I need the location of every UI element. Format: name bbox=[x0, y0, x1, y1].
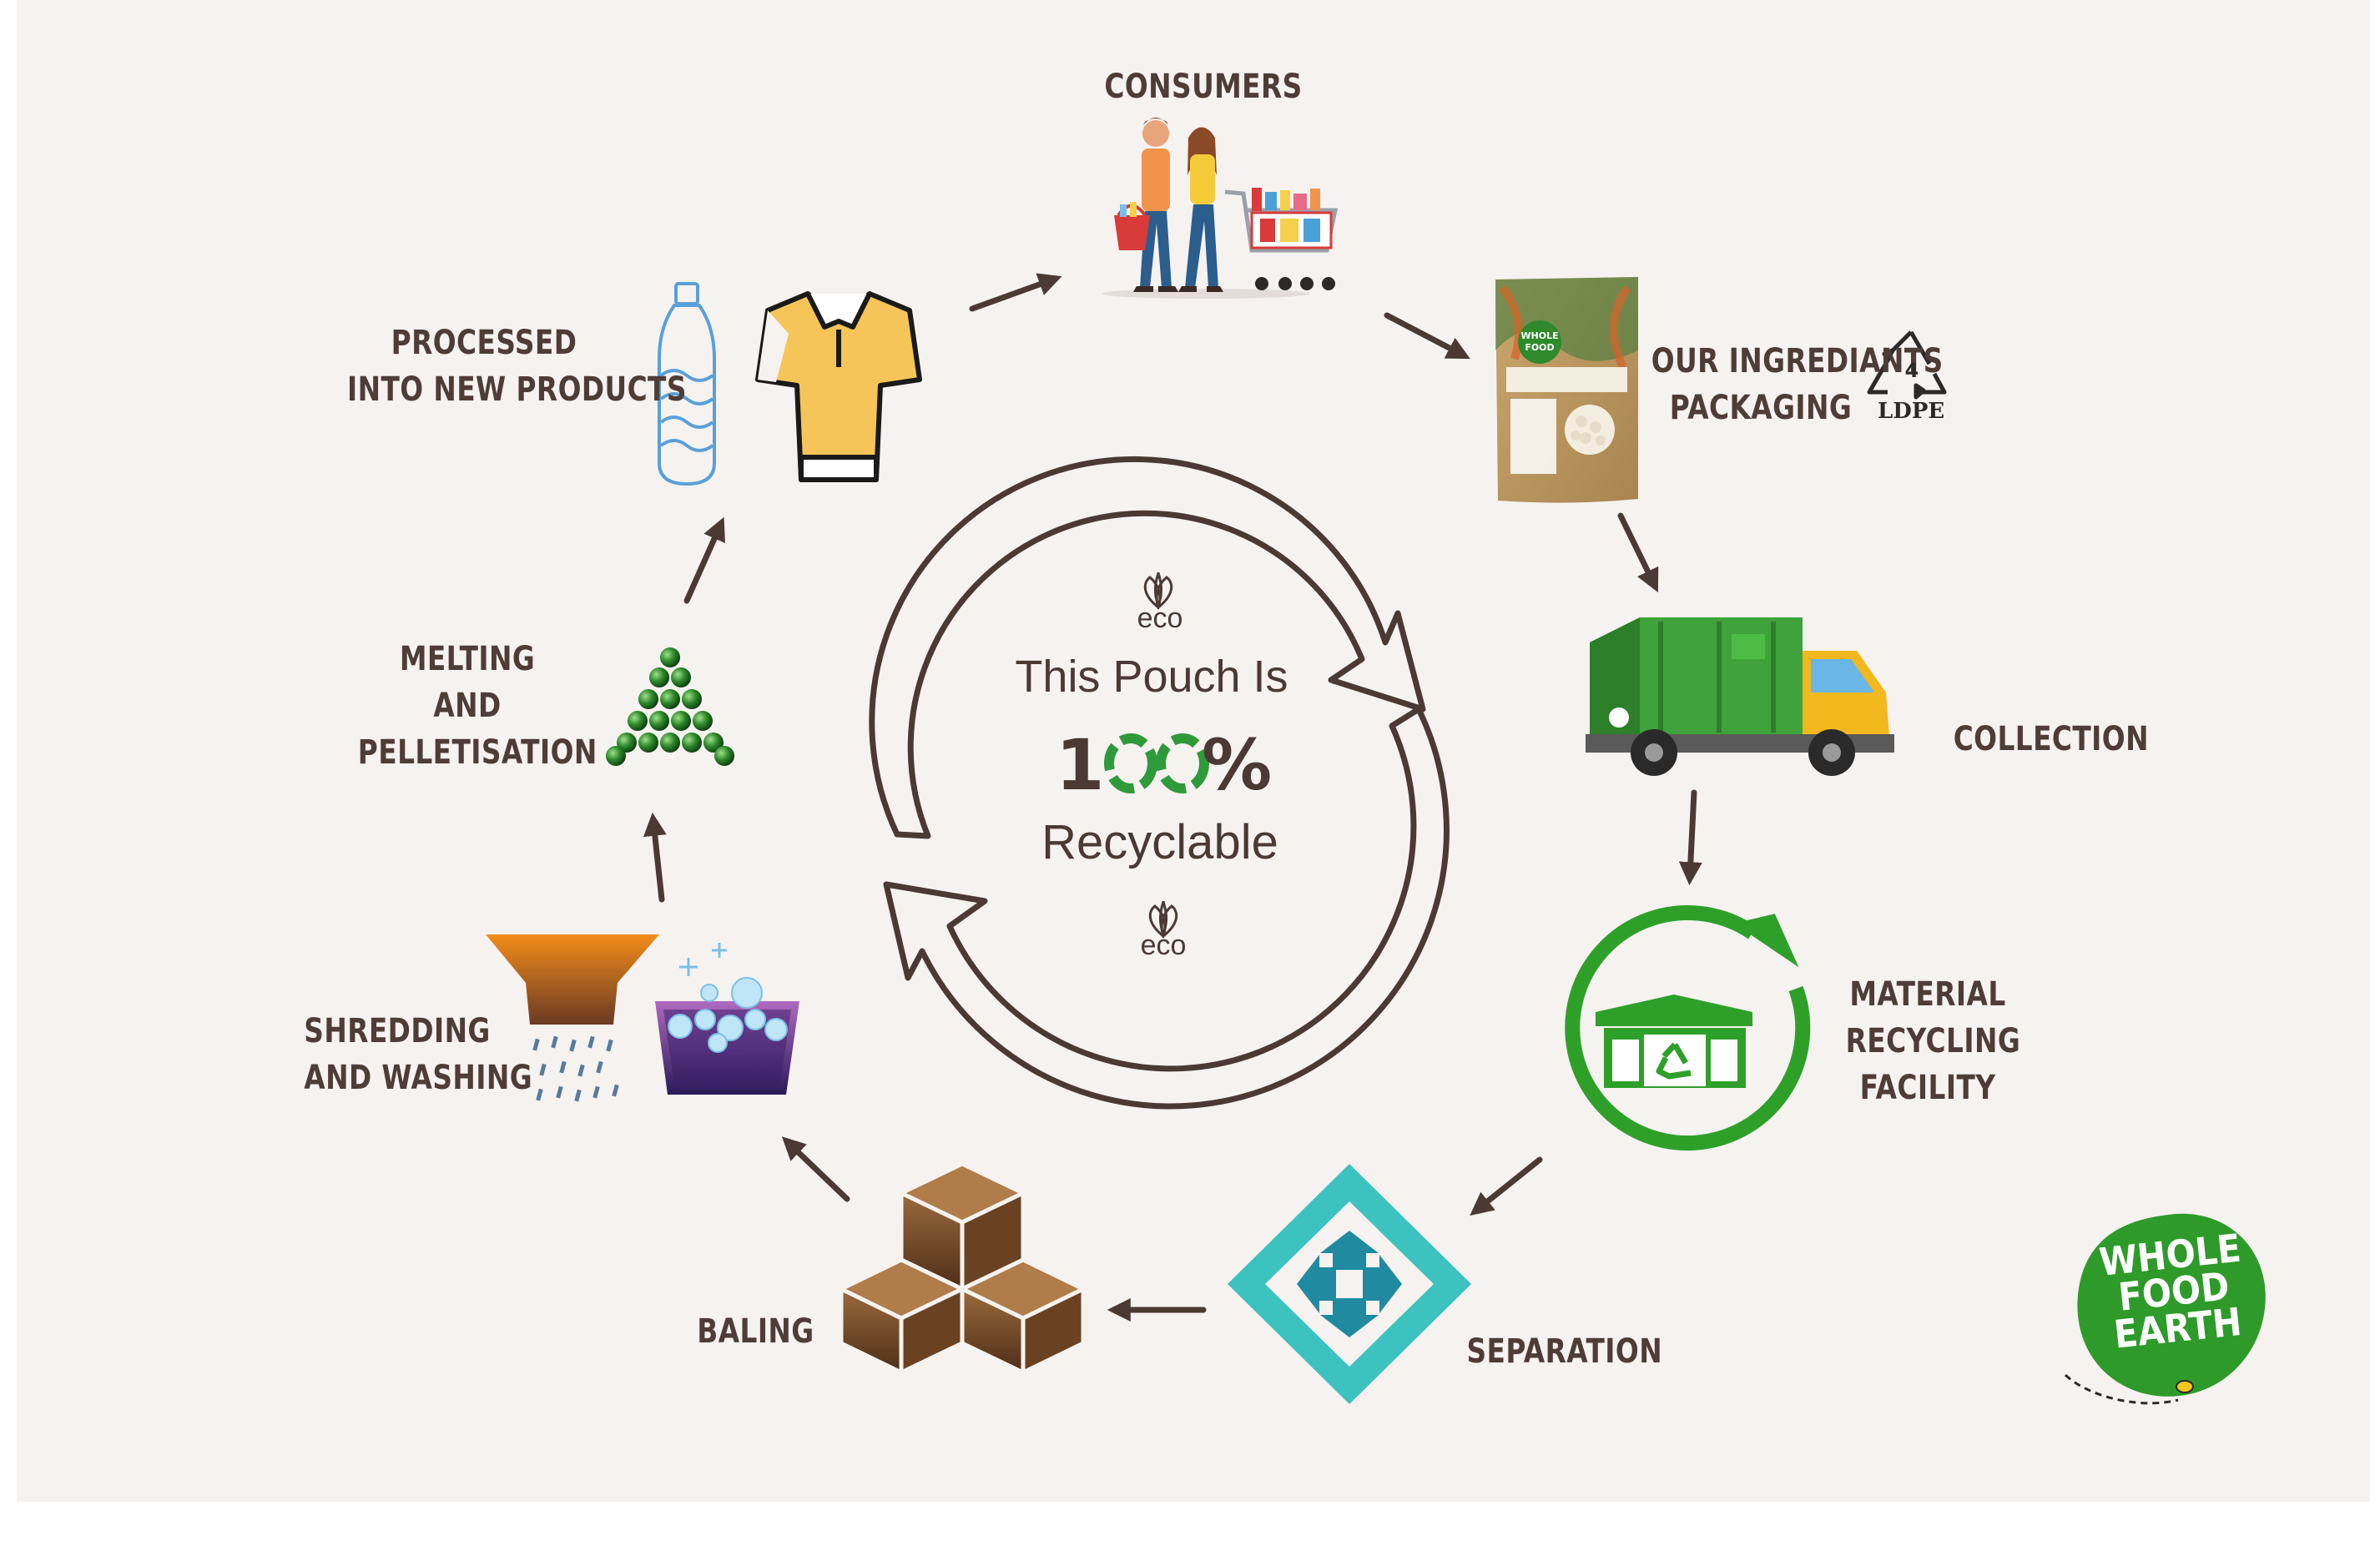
center-percent-sign: % bbox=[1202, 724, 1273, 806]
stage-label-consumers: CONSUMERS bbox=[1104, 63, 1302, 110]
packaging-pouch-icon: WHOLE FOOD bbox=[1495, 277, 1638, 503]
water-bottle-icon bbox=[658, 282, 716, 486]
stage-label-melting: MELTING AND PELLETISATION bbox=[357, 636, 598, 776]
stage-label-packaging-line2: PACKAGING bbox=[1669, 389, 1853, 427]
center-title-line1: This Pouch Is bbox=[1015, 652, 1288, 702]
stage-label-processed-line1: PROCESSED bbox=[391, 324, 577, 362]
stage-label-collection-text: COLLECTION bbox=[1953, 720, 2149, 758]
center-percent-one: 1 bbox=[1056, 724, 1105, 806]
stage-label-melting-line2: AND bbox=[433, 687, 502, 725]
arrow-melting-to-processed bbox=[683, 516, 725, 604]
arrow-processed-to-consumers bbox=[969, 273, 1062, 312]
center-title-line3: Recyclable bbox=[1041, 815, 1278, 869]
stage-label-shredding: SHREDDING AND WASHING bbox=[304, 1008, 533, 1101]
center-recycle-arrows-icon bbox=[869, 456, 1450, 1110]
eco-leaf-icon-bottom bbox=[1148, 900, 1178, 939]
stage-label-processed-line2: INTO NEW PRODUCTS bbox=[347, 370, 687, 409]
cycle-arrows bbox=[643, 273, 1702, 1322]
eco-leaf-icon-top bbox=[1143, 572, 1173, 610]
stage-label-melting-line1: MELTING bbox=[399, 640, 536, 678]
stage-label-consumers-text: CONSUMERS bbox=[1104, 68, 1303, 106]
stage-label-baling-text: BALING bbox=[697, 1312, 814, 1351]
arrow-facility-to-separation bbox=[1470, 1156, 1543, 1216]
stage-label-shredding-line1: SHREDDING bbox=[304, 1012, 491, 1050]
eco-label-bottom: eco bbox=[1140, 929, 1187, 961]
stage-label-packaging: OUR INGREDIANTS PACKAGING bbox=[1651, 338, 1944, 431]
recycle-zero-icon-1 bbox=[1104, 733, 1157, 793]
shirt-icon bbox=[755, 291, 922, 482]
stage-label-baling: BALING bbox=[697, 1308, 814, 1355]
stage-label-processed: PROCESSED INTO NEW PRODUCTS bbox=[347, 320, 687, 413]
recycle-zero-icon-2 bbox=[1156, 733, 1209, 793]
arrow-packaging-to-collection bbox=[1617, 512, 1659, 593]
svg-text:FOOD: FOOD bbox=[1525, 342, 1554, 353]
arrow-collection-to-facility bbox=[1678, 789, 1702, 886]
ldpe-code-number: 4 bbox=[1904, 359, 1919, 382]
eco-label-top: eco bbox=[1137, 602, 1183, 634]
stage-label-facility-line2: RECYCLING bbox=[1845, 1022, 2021, 1060]
svg-text:WHOLE: WHOLE bbox=[1520, 330, 1558, 341]
brand-logo-icon bbox=[2064, 1213, 2266, 1405]
stage-label-facility: MATERIAL RECYCLING FACILITY bbox=[1845, 971, 2021, 1111]
ldpe-code-material: LDPE bbox=[1878, 399, 1945, 424]
ldpe-recycle-code-icon bbox=[1867, 330, 1947, 400]
stage-label-separation-text: SEPARATION bbox=[1466, 1332, 1663, 1371]
separation-icon bbox=[1228, 1164, 1471, 1404]
stage-label-melting-line3: PELLETISATION bbox=[357, 733, 598, 772]
consumers-icon bbox=[1102, 118, 1339, 299]
pellets-icon bbox=[606, 647, 734, 766]
stage-label-packaging-line1: OUR INGREDIANTS bbox=[1651, 342, 1944, 380]
arrow-shredding-to-melting bbox=[643, 812, 667, 903]
arrow-baling-to-shredding bbox=[781, 1136, 850, 1202]
stage-label-facility-line3: FACILITY bbox=[1859, 1069, 1996, 1107]
garbage-truck-icon bbox=[1586, 617, 1894, 776]
washing-tub-icon bbox=[655, 943, 799, 1095]
stage-label-collection: COLLECTION bbox=[1954, 716, 2149, 763]
stage-label-facility-line1: MATERIAL bbox=[1849, 975, 2006, 1014]
recycling-facility-icon bbox=[1565, 905, 1811, 1151]
baling-boxes-icon bbox=[839, 1161, 1086, 1375]
stage-label-shredding-line2: AND WASHING bbox=[304, 1059, 533, 1097]
shredder-funnel-icon bbox=[486, 934, 659, 1102]
stage-label-separation: SEPARATION bbox=[1467, 1328, 1662, 1375]
arrow-consumers-to-packaging bbox=[1384, 312, 1470, 360]
brand-logo-text: WHOLE FOOD EARTH bbox=[2097, 1225, 2251, 1357]
